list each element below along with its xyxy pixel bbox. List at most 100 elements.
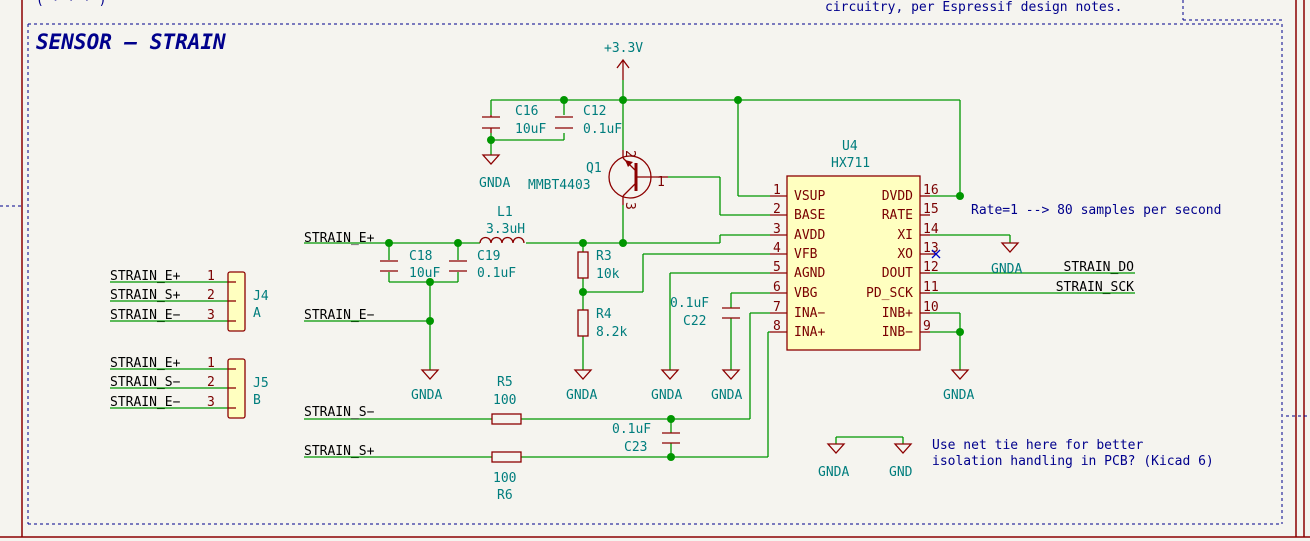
q1-pin-1: 1 <box>657 175 665 190</box>
u4-pin-name: VSUP <box>794 189 825 204</box>
j4-ref: J4 <box>253 289 269 304</box>
l1-ref: L1 <box>497 205 513 220</box>
r4-ref: R4 <box>596 307 612 322</box>
c19-ref: C19 <box>477 249 500 264</box>
c22-value: 0.1uF <box>670 296 709 311</box>
wires <box>110 80 1135 458</box>
u4-pin-num: 1 <box>773 183 781 198</box>
r6-value: 100 <box>493 471 516 486</box>
net-label-strain-e-minus: STRAIN_E− <box>304 308 375 323</box>
j4-pin-num: 3 <box>207 308 215 323</box>
u4-pin-num: 15 <box>923 202 939 217</box>
q1-ref: Q1 <box>586 161 602 176</box>
j4-value: A <box>253 306 261 321</box>
sheet-title: SENSOR – STRAIN <box>36 30 226 54</box>
u4-value: HX711 <box>831 156 870 171</box>
j5-pin-num: 3 <box>207 395 215 410</box>
u4-pin-name: BASE <box>794 208 825 223</box>
power-3v3-label: +3.3V <box>604 41 643 56</box>
cap-c18: C18 10uF <box>380 249 440 281</box>
u4-pin-num: 16 <box>923 183 939 198</box>
power-3v3-symbol: +3.3V <box>604 41 643 80</box>
u4-pin-name: AVDD <box>794 228 825 243</box>
gnda-label: GNDA <box>566 388 597 403</box>
u4-pin-name: XO <box>897 247 913 262</box>
gnda-label: GNDA <box>818 465 849 480</box>
net-label-strain-e-plus: STRAIN_E+ <box>304 231 375 246</box>
u4-pin-name: DOUT <box>882 266 913 281</box>
net-label-strain-s-minus: STRAIN_S− <box>304 405 375 420</box>
gnda-label: GNDA <box>479 176 510 191</box>
u4-pin-name: DVDD <box>882 189 913 204</box>
j5-pin-num: 2 <box>207 375 215 390</box>
gnda-symbol: GNDA <box>943 369 974 403</box>
q1-pin-3: 3 <box>622 202 637 210</box>
header-note: circuitry, per Espressif design notes. <box>825 0 1122 15</box>
u4-pin-name: INB+ <box>882 306 913 321</box>
u4-pin-num: 3 <box>773 222 781 237</box>
gnda-symbol: GNDA <box>651 369 682 403</box>
r4-value: 8.2k <box>596 325 627 340</box>
r5-ref: R5 <box>497 375 513 390</box>
connector-j5: J5 B 1 2 3 STRAIN_E+ STRAIN_S− STRAIN_E− <box>110 356 269 419</box>
c16-ref: C16 <box>515 104 538 119</box>
u4-pin-num: 14 <box>923 222 939 237</box>
resistor-r6: 100 R6 <box>491 451 522 503</box>
j5-net-label: STRAIN_E− <box>110 395 181 410</box>
gnd-symbol: GND <box>889 443 913 480</box>
u4-pin-num: 9 <box>923 319 931 334</box>
net-label-strain-sck: STRAIN_SCK <box>1056 280 1134 295</box>
note-nettie-line2: isolation handling in PCB? (Kicad 6) <box>932 454 1214 469</box>
gnda-symbol: GNDA <box>818 443 849 480</box>
inductor-l1: L1 3.3uH <box>479 205 525 244</box>
u4-pin-num: 2 <box>773 202 781 217</box>
q1-value: MMBT4403 <box>528 178 591 193</box>
r5-value: 100 <box>493 393 516 408</box>
q1-pin-2: 2 <box>622 150 637 158</box>
gnda-label: GNDA <box>411 388 442 403</box>
r3-value: 10k <box>596 267 620 282</box>
dashed-boundaries <box>0 0 1310 525</box>
u4-ref: U4 <box>842 139 858 154</box>
net-label-strain-do: STRAIN_DO <box>1064 260 1135 275</box>
u4-pin-name: XI <box>897 228 913 243</box>
u4-pin-name: RATE <box>882 208 913 223</box>
gnda-symbol: GNDA <box>479 154 510 191</box>
junctions <box>385 96 964 461</box>
gnda-label: GNDA <box>991 262 1022 277</box>
c23-value: 0.1uF <box>612 422 651 437</box>
u4-pin-name: PD_SCK <box>866 286 913 301</box>
cap-c22: 0.1uF C22 <box>670 296 740 329</box>
note-rate: Rate=1 --> 80 samples per second <box>971 203 1221 218</box>
u4-pin-num: 6 <box>773 280 781 295</box>
c22-ref: C22 <box>683 314 706 329</box>
c23-ref: C23 <box>624 440 647 455</box>
transistor-q1: 1 2 3 Q1 MMBT4403 <box>528 150 668 210</box>
u4-pin-name: VBG <box>794 286 818 301</box>
no-connect-xo <box>931 249 941 259</box>
resistor-r4: R4 8.2k <box>577 307 627 340</box>
j4-net-label: STRAIN_E+ <box>110 269 181 284</box>
gnda-symbol: GNDA <box>566 369 597 403</box>
j4-pin-num: 2 <box>207 288 215 303</box>
resistor-r5: R5 100 <box>491 375 522 425</box>
c12-value: 0.1uF <box>583 122 622 137</box>
j5-net-label: STRAIN_E+ <box>110 356 181 371</box>
j4-pin-num: 1 <box>207 269 215 284</box>
note-nettie-line1: Use net tie here for better <box>932 438 1143 453</box>
u4-right-pins: 16 15 14 13 12 11 10 9 DVDD RATE XI XO D… <box>866 183 939 340</box>
u4-pin-num: 11 <box>923 280 939 295</box>
u4-left-pins: 1 2 3 4 5 6 7 8 VSUP BASE AVDD VFB AGND … <box>770 183 825 340</box>
c18-ref: C18 <box>409 249 432 264</box>
j5-pin-num: 1 <box>207 356 215 371</box>
gnda-symbol: GNDA <box>991 242 1022 277</box>
cap-c16: C16 10uF <box>482 104 546 137</box>
j5-ref: J5 <box>253 376 269 391</box>
u4-pin-name: INB− <box>882 325 913 340</box>
u4-pin-num: 5 <box>773 260 781 275</box>
r3-ref: R3 <box>596 249 612 264</box>
j4-net-label: STRAIN_E− <box>110 308 181 323</box>
gnda-label: GNDA <box>651 388 682 403</box>
